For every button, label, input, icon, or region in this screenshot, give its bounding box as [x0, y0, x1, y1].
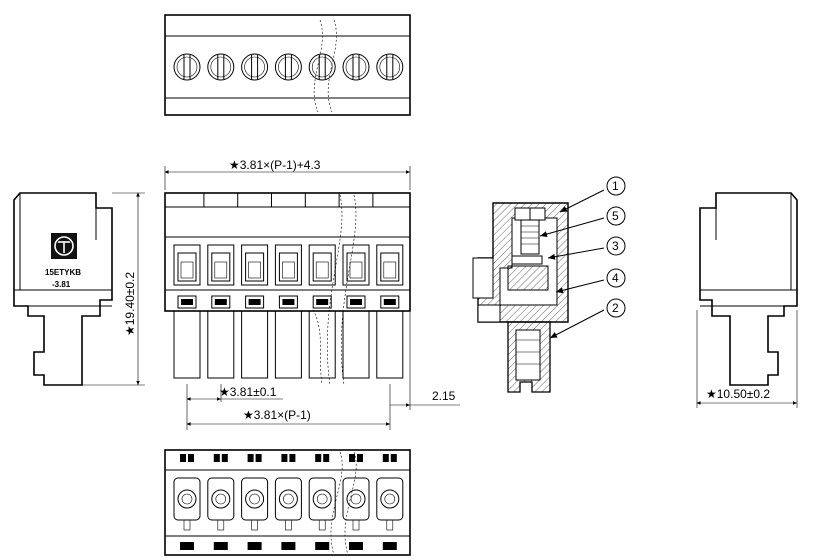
front-cell-row	[173, 193, 404, 309]
wire-entry	[241, 244, 269, 286]
pin-leg	[308, 310, 336, 379]
screw-head-icon	[241, 53, 269, 81]
section-view: 1 5 3 4 2	[472, 176, 626, 393]
bottom-cell-row	[173, 454, 404, 550]
callout-4: 4	[612, 271, 619, 285]
contact-icon	[312, 489, 332, 509]
pin-row	[173, 310, 404, 379]
pin-window	[312, 295, 332, 309]
contact-icon	[278, 489, 298, 509]
pin-window	[211, 295, 231, 309]
height-label: ★19.40±0.2	[123, 272, 137, 336]
screw-head-icon	[376, 53, 404, 81]
callout-2: 2	[612, 301, 619, 315]
left-side-view: 15ETYKB -3.81 ★19.40±0.2	[13, 192, 145, 386]
top-view	[164, 14, 411, 116]
screw-head-icon	[274, 53, 302, 81]
contact-icon	[380, 489, 400, 509]
wire-entry	[173, 244, 201, 286]
wire-entry	[308, 244, 336, 286]
pin-leg	[173, 310, 201, 379]
pin-leg	[376, 310, 404, 379]
span-label: ★3.81×(P-1)	[243, 408, 311, 422]
screw-head-icon	[207, 53, 235, 81]
screw-head-icon	[342, 53, 370, 81]
callout-1: 1	[612, 179, 619, 193]
right-side-view: ★10.50±0.2	[696, 192, 798, 408]
pin-window	[278, 295, 298, 309]
contact-icon	[211, 489, 231, 509]
contact-icon	[346, 489, 366, 509]
screw-head-icon	[308, 53, 336, 81]
pitch-label: ★3.81±0.1	[219, 385, 277, 399]
wire-entry	[342, 244, 370, 286]
overall-length-label: ★3.81×(P-1)+4.3	[229, 158, 321, 172]
callout-5: 5	[612, 209, 619, 223]
pin-leg	[241, 310, 269, 379]
pin-window	[245, 295, 265, 309]
model-line-2: -3.81	[52, 280, 71, 289]
contact-icon	[245, 489, 265, 509]
callout-3: 3	[612, 239, 619, 253]
model-line-1: 15ETYKB	[45, 268, 81, 277]
pin-window	[346, 295, 366, 309]
pin-window	[380, 295, 400, 309]
contact-icon	[177, 489, 197, 509]
wire-entry	[207, 244, 235, 286]
screw-head-icon	[173, 53, 201, 81]
depth-label: ★10.50±0.2	[706, 387, 770, 401]
pin-leg	[274, 310, 302, 379]
pin-window	[177, 295, 197, 309]
pin-leg	[207, 310, 235, 379]
pin-leg	[342, 310, 370, 379]
edge-offset-label: 2.15	[432, 389, 456, 403]
wire-entry	[376, 244, 404, 286]
brand-logo: 15ETYKB -3.81	[45, 233, 81, 289]
top-screw-row	[173, 53, 404, 81]
front-view: ★3.81×(P-1)+4.3 ★3.81±0.1 ★3.81×(P-1) 2.…	[164, 158, 460, 430]
wire-entry	[274, 244, 302, 286]
bottom-view	[164, 449, 411, 556]
callout-group: 1 5 3 4 2	[606, 176, 626, 318]
